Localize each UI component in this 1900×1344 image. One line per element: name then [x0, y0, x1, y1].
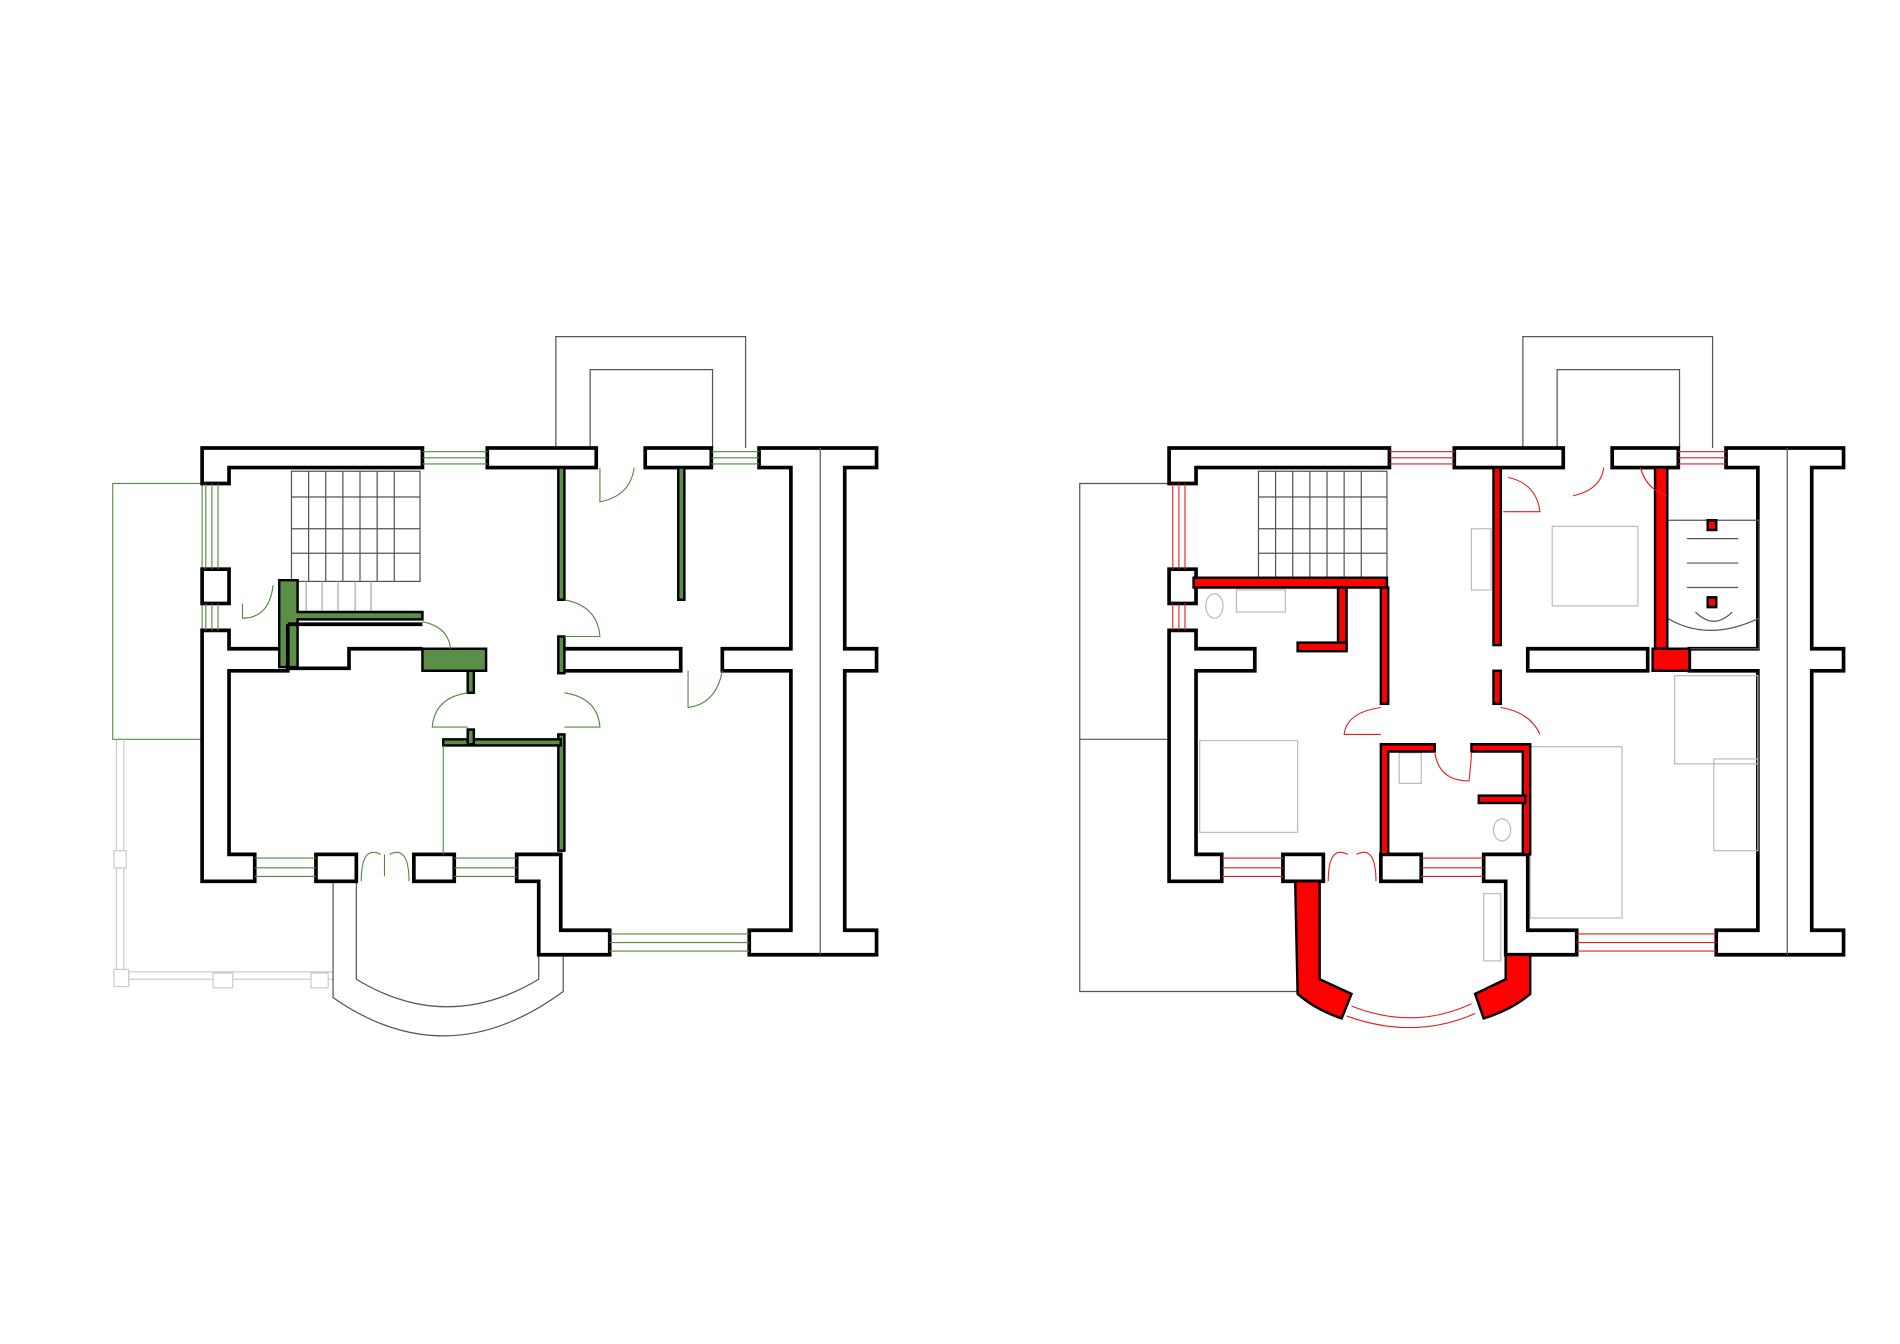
existing-floor-plan [112, 334, 879, 1037]
outer-walls [200, 334, 879, 957]
staircase [1257, 470, 1388, 580]
spiral-staircase [1666, 519, 1760, 650]
porch-outline [112, 482, 203, 740]
terrace-outline [1079, 482, 1298, 993]
windows [1172, 451, 1727, 952]
doors [241, 467, 723, 882]
proposed-floor-plan [1079, 334, 1846, 1029]
interior-walls-proposed [1192, 466, 1718, 1020]
furniture [1199, 525, 1759, 962]
doors [1327, 467, 1668, 882]
staircase [290, 470, 421, 613]
bay-outline [1346, 1003, 1476, 1029]
interior-walls-existing [278, 466, 686, 852]
bay-outline [332, 881, 564, 1037]
windows [205, 451, 760, 952]
outer-walls [1167, 334, 1846, 957]
